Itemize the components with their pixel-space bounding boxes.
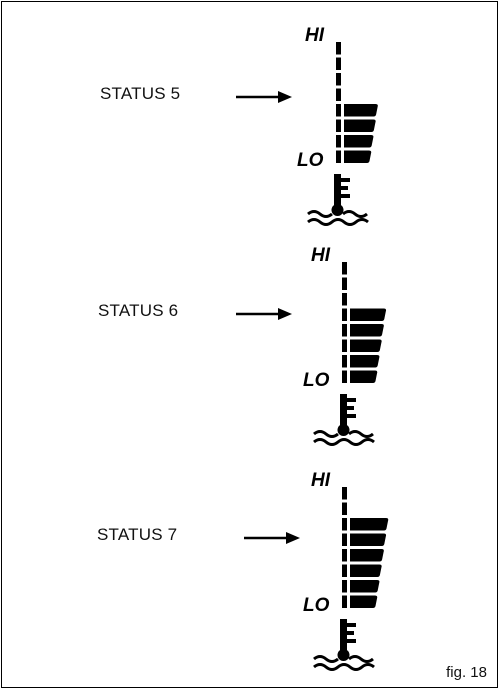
gauge-bar-segment (342, 324, 347, 337)
gauge-lit-segment (350, 564, 382, 577)
gauge-bar-segment (342, 518, 347, 531)
right-arrow-icon (244, 532, 300, 544)
gauge-bar-segment (342, 293, 347, 306)
gauge-lit-segment (350, 355, 380, 368)
gauge-bar-segment (336, 88, 341, 101)
gauge-bar-segment (342, 595, 347, 608)
lo-label: LO (303, 370, 330, 391)
gauge-bar-segment (336, 104, 341, 117)
status-panel-6: STATUS 6 HI LO (2, 225, 501, 455)
gauge-bar-segment (342, 370, 347, 383)
gauge-bar-segment (342, 339, 347, 352)
gauge-bar-segment (336, 57, 341, 70)
hi-label: HI (311, 470, 331, 491)
coolant-temperature-icon (307, 174, 369, 226)
status-label: STATUS 6 (98, 301, 179, 320)
gauge-lit-segment (344, 104, 378, 117)
gauge-lit-segment (350, 549, 384, 562)
figure-caption: fig. 18 (446, 664, 487, 681)
gauge-bar-segment (342, 355, 347, 368)
gauge-lit-segment (350, 580, 380, 593)
gauge-lit-segment (350, 308, 387, 321)
status-panel-5: STATUS 5 HI LO (2, 2, 501, 232)
gauge-bar-segment (342, 533, 347, 546)
gauge-bar-segment (336, 135, 341, 148)
gauge-lit-segment (350, 533, 387, 546)
lo-label: LO (297, 150, 324, 171)
gauge-bar-segment (336, 150, 341, 163)
gauge-bar-segment (342, 502, 347, 515)
temperature-gauge: HI LO (297, 25, 378, 226)
gauge-lit-segment (350, 324, 384, 337)
gauge-lit-segment (344, 119, 376, 132)
gauge-lit-segment (350, 370, 378, 383)
status-label: STATUS 5 (100, 84, 181, 103)
gauge-bar-segment (342, 262, 347, 275)
gauge-lit-segment (344, 135, 374, 148)
right-arrow-icon (236, 308, 292, 320)
temperature-gauge: HI LO (303, 470, 389, 671)
gauge-lit-segment (350, 339, 382, 352)
right-arrow-icon (236, 91, 292, 103)
status-panel-7: STATUS 7 HI LO (2, 450, 501, 680)
hi-label: HI (311, 245, 331, 266)
gauge-lit-segment (350, 595, 378, 608)
hi-label: HI (305, 25, 325, 46)
coolant-temperature-icon (313, 394, 375, 446)
gauge-bar-segment (342, 308, 347, 321)
lo-label: LO (303, 595, 330, 616)
gauge-lit-segment (344, 150, 372, 163)
gauge-bar-segment (342, 487, 347, 500)
coolant-temperature-icon (313, 619, 375, 671)
temperature-gauge: HI LO (303, 245, 387, 446)
gauge-bar-segment (336, 42, 341, 55)
gauge-lit-segment (350, 518, 389, 531)
gauge-bar-segment (342, 277, 347, 290)
gauge-bar-segment (336, 73, 341, 86)
gauge-bar-segment (336, 119, 341, 132)
gauge-bar-segment (342, 580, 347, 593)
status-label: STATUS 7 (97, 525, 178, 544)
gauge-bar-segment (342, 564, 347, 577)
gauge-bar-segment (342, 549, 347, 562)
